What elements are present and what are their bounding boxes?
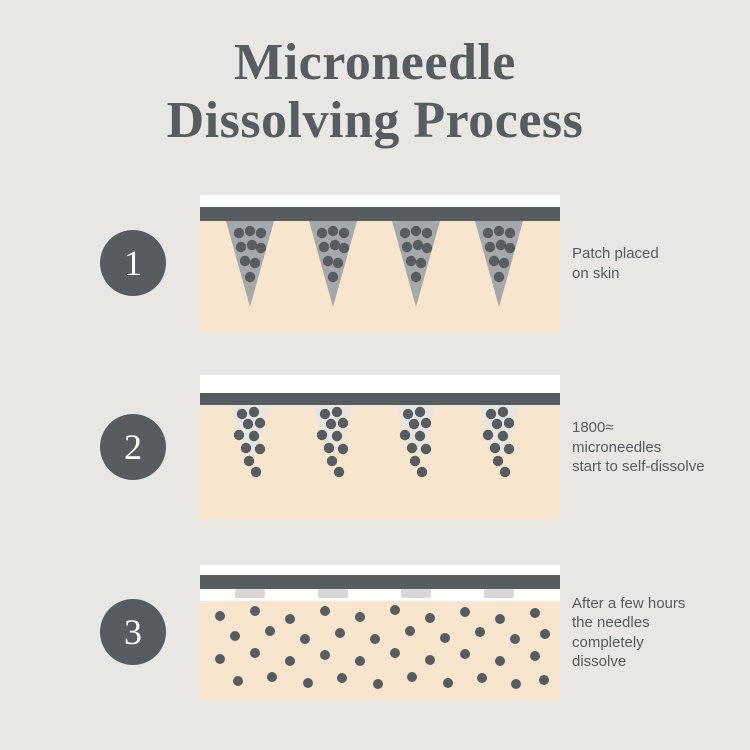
step-3-caption: After a few hours the needles completely… [572, 594, 686, 671]
step-1-row: 1 [0, 195, 750, 332]
step-1-caption: Patch placed on skin [572, 245, 659, 282]
step-2-number-badge: 2 [100, 414, 166, 480]
step-1-number: 1 [124, 243, 142, 283]
step-2-row: 2 [0, 375, 750, 520]
patch-backing [200, 195, 560, 207]
step-3-diagram [200, 565, 560, 700]
step-1-number-badge: 1 [100, 230, 166, 296]
dispersed-drug-particles [215, 605, 550, 689]
needle-stubs-group [235, 589, 514, 598]
patch-backing [200, 375, 560, 393]
step-3-row: 3 After a few hours the needles complete… [0, 565, 750, 700]
title-line-2: Dissolving Process [166, 92, 584, 150]
step-3-number-badge: 3 [100, 599, 166, 665]
patch-underside [200, 589, 560, 601]
step-1-diagram [200, 195, 560, 332]
patch-layer [200, 207, 560, 221]
step-3-number: 3 [124, 612, 142, 652]
title-line-1: Microneedle [234, 34, 516, 91]
step-2-diagram [200, 375, 560, 520]
patch-backing [200, 565, 560, 575]
patch-layer [200, 393, 560, 405]
step-2-caption: 1800≈ microneedles start to self-dissolv… [572, 419, 705, 476]
patch-layer [200, 575, 560, 589]
step-2-number: 2 [124, 427, 142, 467]
